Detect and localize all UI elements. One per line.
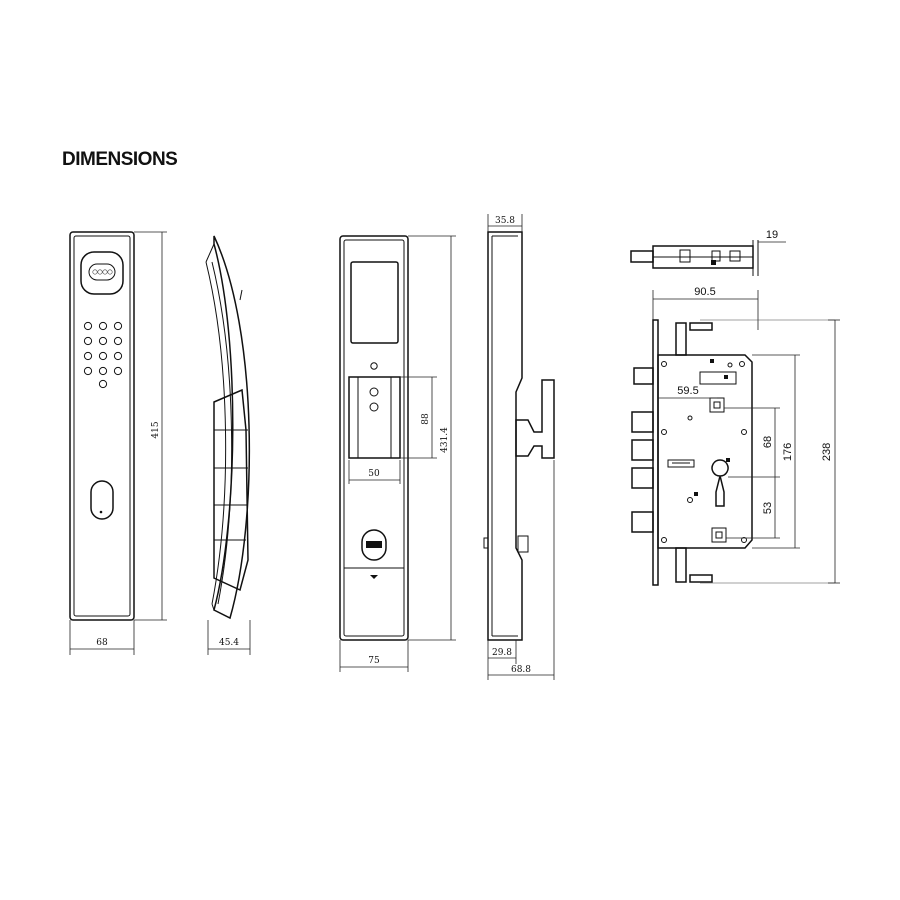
page-title: DIMENSIONS [62, 149, 178, 170]
slot [667, 459, 695, 468]
profile-top-label: 35.8 [495, 216, 515, 226]
mortise-depth-label: 19 [766, 229, 778, 241]
side-view: 45.4 [205, 235, 251, 655]
latch-bolt [633, 367, 654, 385]
profile-body [487, 231, 523, 641]
profile-handle [515, 379, 555, 459]
front-view: 415 68 [69, 231, 167, 655]
mortise-176-label: 176 [782, 443, 794, 461]
side-handle-profile [213, 388, 249, 592]
mortise-68-label: 68 [762, 436, 774, 448]
mortise-front-view: 90.5 59.5 [631, 286, 840, 586]
mortise-bolt-top [630, 250, 654, 263]
deadbolt-4 [631, 511, 654, 533]
back-inner-height-label: 88 [421, 413, 431, 425]
mortise-53-label: 53 [762, 502, 774, 514]
keypad [83, 321, 123, 389]
mortise-width-label: 90.5 [694, 286, 715, 298]
profile-view: 35.8 29.8 68.8 [483, 214, 555, 680]
spindle-hub [709, 397, 725, 413]
back-panel-outline [339, 235, 409, 641]
back-inner-width-label: 50 [368, 469, 380, 479]
cylinder-hole [711, 459, 729, 507]
front-height-label: 415 [151, 421, 161, 438]
mortise-offset-label: 59.5 [677, 385, 698, 397]
front-panel-outline [69, 231, 135, 621]
front-panel-inner [73, 235, 131, 617]
front-width-label: 68 [96, 638, 108, 648]
deadbolt-1 [631, 411, 654, 433]
battery-cover [348, 376, 401, 459]
profile-bottom-label: 29.8 [492, 648, 512, 658]
fingerprint-sensor [88, 263, 116, 281]
deadbolt-2 [631, 439, 654, 461]
lower-hub [711, 527, 727, 543]
mortise-top-view: 19 [630, 229, 786, 276]
mortise-238-label: 238 [821, 443, 833, 461]
display-screen [350, 261, 399, 344]
profile-overall-label: 68.8 [511, 665, 531, 675]
thumb-turn [361, 529, 387, 561]
fingerprint-module [80, 251, 124, 295]
deadbolt-3 [631, 467, 654, 489]
back-width-label: 75 [368, 656, 380, 666]
key-cover [90, 480, 114, 520]
side-depth-label: 45.4 [219, 638, 239, 648]
back-view: 88 50 431.4 75 [339, 235, 456, 672]
back-height-label: 431.4 [440, 427, 450, 453]
mortise-case [657, 354, 753, 549]
